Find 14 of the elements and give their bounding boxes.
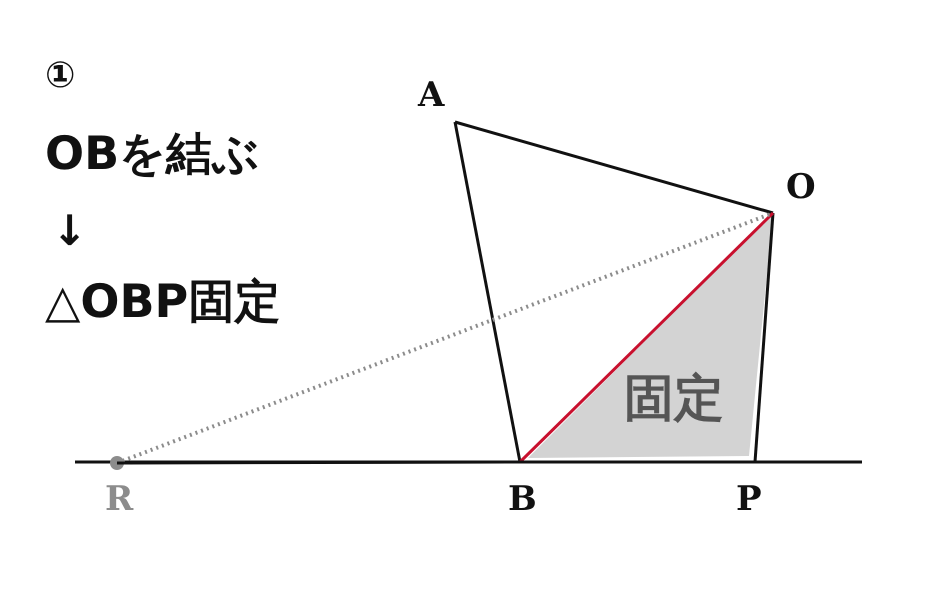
line-segment xyxy=(520,460,755,464)
line-segment xyxy=(117,460,520,464)
vertex-label: B xyxy=(504,452,540,517)
down-arrow-text: ↓ xyxy=(52,210,88,252)
line-segment xyxy=(454,122,522,462)
vertex-label: O xyxy=(766,168,826,220)
instruction-text: ① xyxy=(45,58,76,94)
vertex-label: A xyxy=(415,75,463,130)
line-segment xyxy=(754,212,774,462)
region-label: 固定 xyxy=(624,373,724,423)
vertex-label: P xyxy=(734,452,764,517)
instruction-text: OBを結ぶ xyxy=(45,130,260,176)
instruction-text: △OBP固定 xyxy=(45,278,280,324)
line-segment xyxy=(454,120,774,214)
